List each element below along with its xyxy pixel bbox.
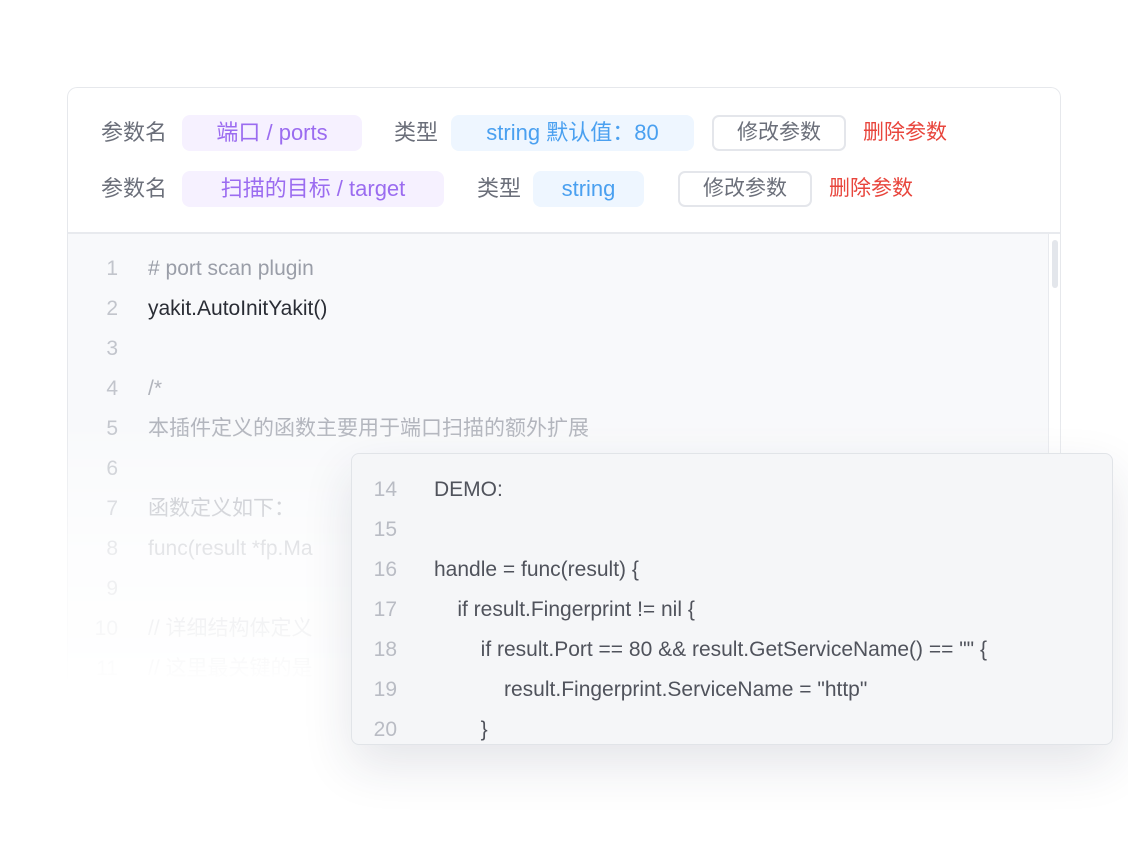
line-text: /* <box>148 377 163 400</box>
line-number: 4 <box>106 377 118 400</box>
code-line: 19 result.Fingerprint.ServiceName = "htt… <box>352 670 1112 710</box>
delete-param-button[interactable]: 删除参数 <box>863 121 947 144</box>
line-text: handle = func(result) { <box>434 558 639 581</box>
line-text: 本插件定义的函数主要用于端口扫描的额外扩展 <box>148 417 589 440</box>
line-text: yakit.AutoInitYakit() <box>148 297 328 320</box>
code-line: 3 <box>68 329 968 369</box>
param-row: 参数名 端口 / ports 类型 string 默认值：80 修改参数 删除参… <box>68 115 1060 151</box>
line-text: // 这里最关键的是 <box>148 657 313 680</box>
line-number: 11 <box>96 657 118 680</box>
code-line: 6 <box>68 449 968 489</box>
code-line: 11 // 这里最关键的是 <box>68 649 968 689</box>
param-type-tag: string <box>533 171 644 207</box>
line-number: 5 <box>106 417 118 440</box>
code-line: 10 // 详细结构体定义 <box>68 609 968 649</box>
param-name-label: 参数名 <box>101 176 168 201</box>
code-line: 17 if result.Fingerprint != nil { <box>352 590 1112 630</box>
param-name-tag: 端口 / ports <box>182 115 362 151</box>
code-line: 1 # port scan plugin <box>68 249 968 289</box>
edit-param-button[interactable]: 修改参数 <box>712 115 846 151</box>
line-number: 7 <box>106 497 118 520</box>
code-line: 18 if result.Port == 80 && result.GetSer… <box>352 630 1112 670</box>
code-line: 4 /* <box>68 369 968 409</box>
code-line: 9 <box>68 569 968 609</box>
line-number: 16 <box>373 558 397 581</box>
param-type-label: 类型 <box>394 120 439 145</box>
param-row: 参数名 扫描的目标 / target 类型 string 修改参数 删除参数 <box>68 171 1060 207</box>
line-number: 2 <box>106 297 118 320</box>
params-header: 参数名 端口 / ports 类型 string 默认值：80 修改参数 删除参… <box>68 88 1060 234</box>
line-text: result.Fingerprint.ServiceName = "http" <box>434 678 868 701</box>
line-text: # port scan plugin <box>148 257 314 280</box>
code-line: 2 yakit.AutoInitYakit() <box>68 289 968 329</box>
line-number: 9 <box>106 577 118 600</box>
param-type-label: 类型 <box>477 176 522 201</box>
param-name-label: 参数名 <box>101 120 168 145</box>
edit-param-button[interactable]: 修改参数 <box>678 171 812 207</box>
line-number: 15 <box>373 518 397 541</box>
line-number: 1 <box>106 257 118 280</box>
line-text: // 详细结构体定义 <box>148 617 313 640</box>
line-text: if result.Fingerprint != nil { <box>434 598 695 621</box>
code-preview-popup: 14 DEMO: 15 16 handle = func(result) { 17 if … <box>351 453 1113 745</box>
code-line: 8 func(result *fp.Ma <box>68 529 968 569</box>
line-number: 18 <box>373 638 397 661</box>
delete-param-button[interactable]: 删除参数 <box>829 177 913 200</box>
code-line: 15 <box>352 510 1112 550</box>
line-number: 14 <box>373 478 397 501</box>
scrollbar-thumb[interactable] <box>1052 240 1058 288</box>
line-text: func(result *fp.Ma <box>148 537 313 560</box>
line-number: 20 <box>373 718 397 741</box>
line-number: 6 <box>106 457 118 480</box>
code-line: 20 } <box>352 710 1112 744</box>
line-text: if result.Port == 80 && result.GetServic… <box>434 638 987 661</box>
code-line: 16 handle = func(result) { <box>352 550 1112 590</box>
code-line: 14 DEMO: <box>352 470 1112 510</box>
code-line: 5 本插件定义的函数主要用于端口扫描的额外扩展 <box>68 409 968 449</box>
line-number: 19 <box>373 678 397 701</box>
line-number: 10 <box>94 617 118 640</box>
param-type-tag: string 默认值：80 <box>451 115 694 151</box>
line-text: DEMO: <box>434 478 503 501</box>
param-name-tag: 扫描的目标 / target <box>182 171 444 207</box>
line-number: 8 <box>106 537 118 560</box>
line-number: 3 <box>106 337 118 360</box>
line-text: } <box>434 718 488 741</box>
line-number: 17 <box>373 598 397 621</box>
code-line: 7 函数定义如下： <box>68 489 968 529</box>
line-text: 函数定义如下： <box>148 497 295 520</box>
